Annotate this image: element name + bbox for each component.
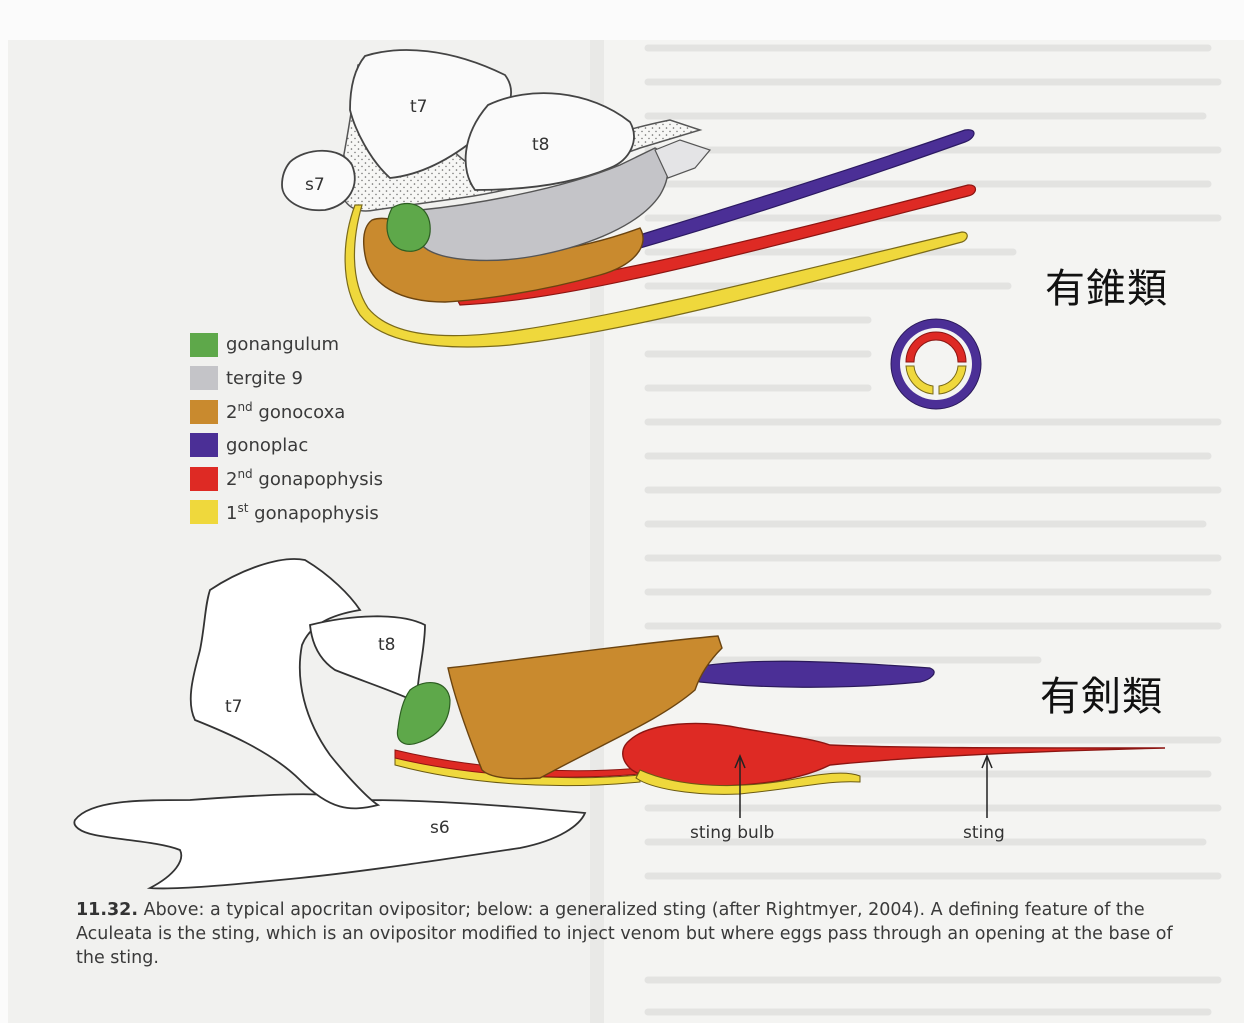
- legend-swatch-2nd-gonapophysis: [190, 467, 218, 491]
- legend-swatch-1st-gonapophysis: [190, 500, 218, 524]
- label-t8-top: t8: [532, 135, 549, 155]
- legend-label-gonangulum: gonangulum: [226, 334, 339, 355]
- gonangulum: [387, 203, 430, 251]
- legend-label-gonoplac: gonoplac: [226, 435, 308, 456]
- legend-label-2nd-gonocoxa: 2nd gonocoxa: [226, 400, 345, 423]
- label-sting-bulb: sting bulb: [690, 823, 774, 843]
- label-t7-bottom: t7: [225, 697, 242, 717]
- label-t7-top: t7: [410, 97, 427, 117]
- jp-label-bottom: 有剣類: [1040, 664, 1163, 722]
- legend-label-2nd-gonapophysis: 2nd gonapophysis: [226, 467, 383, 490]
- legend-label-tergite-9: tergite 9: [226, 368, 303, 389]
- sternite-6: [74, 794, 585, 888]
- legend-item-gonoplac: gonoplac: [190, 429, 383, 463]
- caption-text: Above: a typical apocritan ovipositor; b…: [76, 900, 1173, 968]
- gonoplac-bottom: [688, 661, 934, 687]
- legend-item-tergite-9: tergite 9: [190, 362, 383, 396]
- legend-swatch-gonangulum: [190, 333, 218, 357]
- legend-item-gonangulum: gonangulum: [190, 328, 383, 362]
- bottom-generalized-sting: t7 t8 s6 sting bulb sting: [74, 559, 1165, 888]
- legend-item-2nd-gonapophysis: 2nd gonapophysis: [190, 462, 383, 496]
- legend-item-1st-gonapophysis: 1st gonapophysis: [190, 496, 383, 530]
- legend-swatch-tergite-9: [190, 366, 218, 390]
- legend-swatch-2nd-gonocoxa: [190, 400, 218, 424]
- label-s6: s6: [430, 818, 450, 838]
- legend-item-2nd-gonocoxa: 2nd gonocoxa: [190, 395, 383, 429]
- tergite-7-bottom: [191, 559, 378, 808]
- legend-label-1st-gonapophysis: 1st gonapophysis: [226, 501, 379, 524]
- color-legend: gonangulum tergite 9 2nd gonocoxa gonopl…: [190, 328, 383, 529]
- caption-number: 11.32.: [76, 900, 138, 920]
- label-s7: s7: [305, 175, 325, 195]
- figure-caption: 11.32. Above: a typical apocritan ovipos…: [76, 898, 1186, 970]
- top-apocritan-ovipositor: t7 t8 s7: [282, 50, 981, 409]
- cross-section: [891, 319, 981, 409]
- tergite-8-bottom: [310, 616, 425, 700]
- label-t8-bottom: t8: [378, 635, 395, 655]
- jp-label-top: 有錐類: [1045, 256, 1168, 314]
- legend-swatch-gonoplac: [190, 433, 218, 457]
- label-sting: sting: [963, 823, 1005, 843]
- sting-bulb-body: [623, 724, 1165, 787]
